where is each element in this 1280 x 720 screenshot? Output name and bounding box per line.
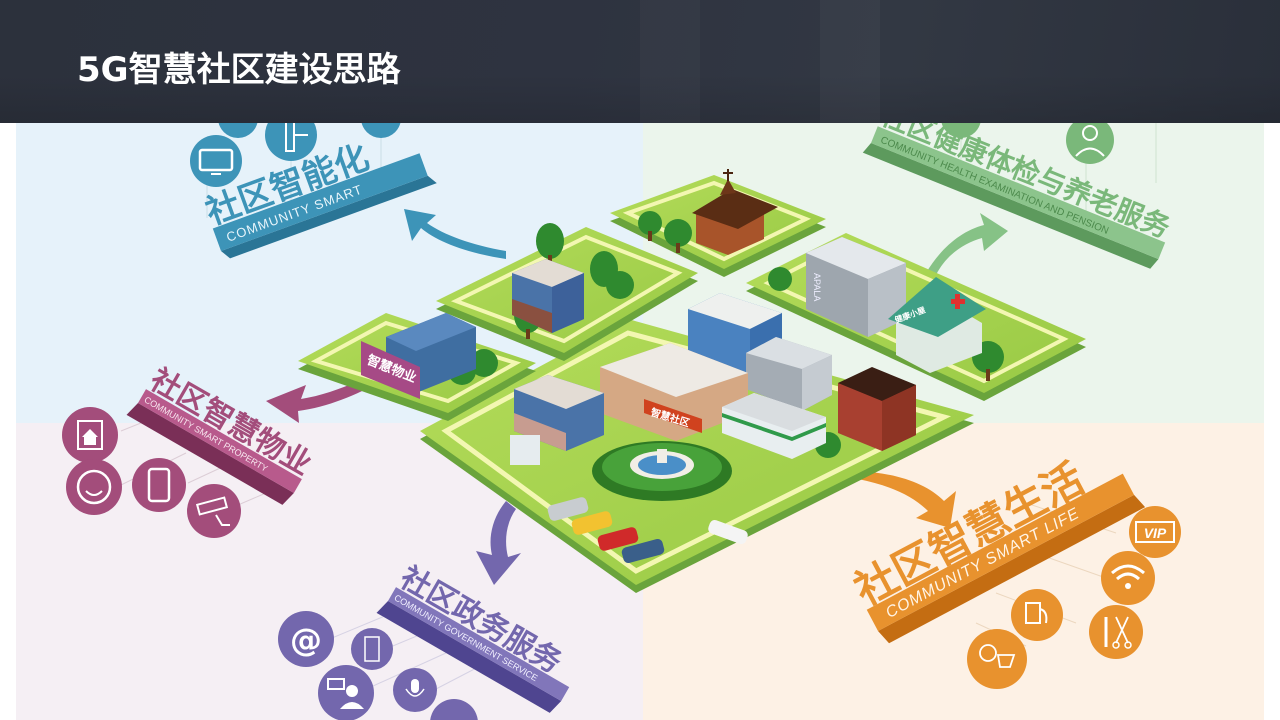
smart-arrow-icon bbox=[404, 209, 506, 259]
church-building bbox=[692, 169, 778, 255]
government-icons: @ bbox=[278, 611, 478, 720]
apala-label: APALA bbox=[812, 273, 822, 301]
health-title-block: COMMUNITY HEALTH EXAMINATION AND PENSION… bbox=[862, 123, 1175, 269]
smart-title-block: COMMUNITY SMART 社区智能化 bbox=[201, 137, 437, 259]
smartphone-icon bbox=[132, 458, 186, 512]
life-icons: VIP bbox=[967, 506, 1181, 689]
chat-user-icon bbox=[318, 665, 374, 720]
home-document-icon bbox=[62, 407, 118, 463]
shop-building bbox=[510, 375, 604, 465]
header-background-texture bbox=[0, 0, 1280, 123]
svg-text:@: @ bbox=[290, 621, 322, 659]
fountain-plaza bbox=[592, 441, 732, 501]
laundry-icon bbox=[1011, 589, 1063, 641]
smart-icons bbox=[190, 123, 401, 187]
cctv-camera-icon bbox=[187, 484, 241, 538]
property-icons bbox=[62, 407, 241, 538]
vip-icon: VIP bbox=[1129, 506, 1181, 558]
community-center-building: 智慧社区 bbox=[600, 343, 748, 441]
page-title: 5G智慧社区建设思路 bbox=[77, 50, 401, 90]
convenience-store bbox=[722, 393, 826, 459]
health-title-cn: 社区健康体检与养老服务 bbox=[877, 123, 1175, 244]
vip-text: VIP bbox=[1144, 525, 1167, 541]
smart-lock-icon bbox=[265, 123, 317, 161]
message-icon bbox=[430, 699, 478, 720]
barber-icon bbox=[1089, 605, 1143, 659]
residential-house bbox=[512, 259, 584, 333]
clinic-building: 健康小屋 bbox=[888, 277, 986, 373]
at-sign-icon: @ bbox=[278, 611, 334, 667]
slide-header: 5G智慧社区建设思路 bbox=[0, 0, 1280, 123]
parked-cars bbox=[547, 497, 748, 564]
life-title-block: COMMUNITY SMART LIFE 社区智慧生活 bbox=[847, 454, 1146, 644]
government-arrow-icon bbox=[476, 501, 521, 585]
grey-tower bbox=[746, 337, 832, 411]
kiosk-icon bbox=[351, 628, 393, 670]
brick-house bbox=[838, 367, 916, 451]
health-arrow-icon bbox=[926, 213, 1008, 275]
isometric-illustration: COMMUNITY SMART 社区智能化 COMMUNITY HEALTH E… bbox=[62, 123, 1181, 720]
wifi-icon bbox=[1101, 551, 1155, 605]
life-arrow-icon bbox=[858, 471, 956, 528]
tv-icon bbox=[190, 135, 242, 187]
headset-smiley-icon bbox=[66, 459, 122, 515]
community-diagram: COMMUNITY SMART 社区智能化 COMMUNITY HEALTH E… bbox=[16, 123, 1264, 720]
health-icons bbox=[941, 123, 1114, 164]
doctor-icon bbox=[1066, 123, 1114, 164]
microphone-icon bbox=[393, 668, 437, 712]
shopping-cart-icon bbox=[967, 629, 1027, 689]
